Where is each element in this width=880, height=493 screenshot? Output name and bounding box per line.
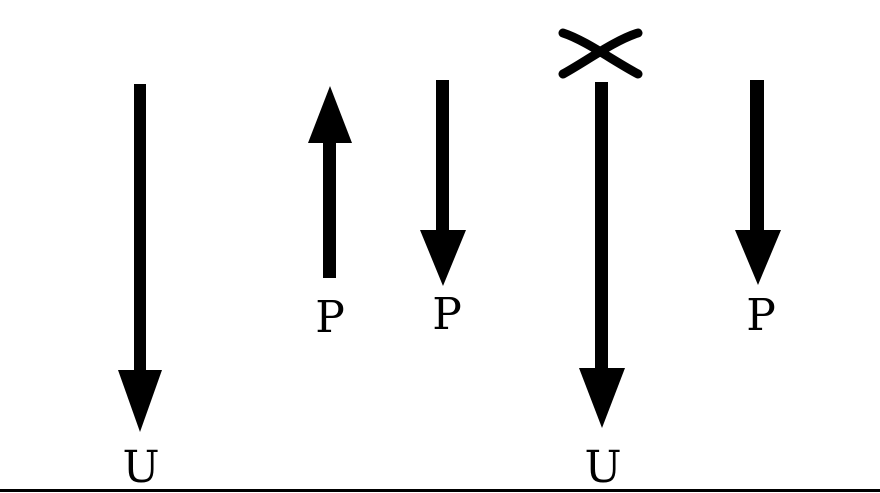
cross-icon bbox=[558, 28, 643, 79]
arrow-3-down bbox=[420, 80, 466, 286]
arrow-2-up bbox=[308, 86, 352, 278]
arrow-5-down bbox=[735, 80, 781, 285]
arrow-3-label: P bbox=[432, 289, 462, 340]
baseline-divider bbox=[0, 489, 880, 492]
arrow-4-label: U bbox=[584, 442, 622, 493]
arrow-5-label: P bbox=[746, 290, 776, 341]
arrow-2-label: P bbox=[315, 292, 345, 343]
arrow-4-down bbox=[579, 82, 625, 428]
arrow-1-label: U bbox=[122, 442, 160, 493]
arrow-1-down bbox=[118, 84, 162, 432]
